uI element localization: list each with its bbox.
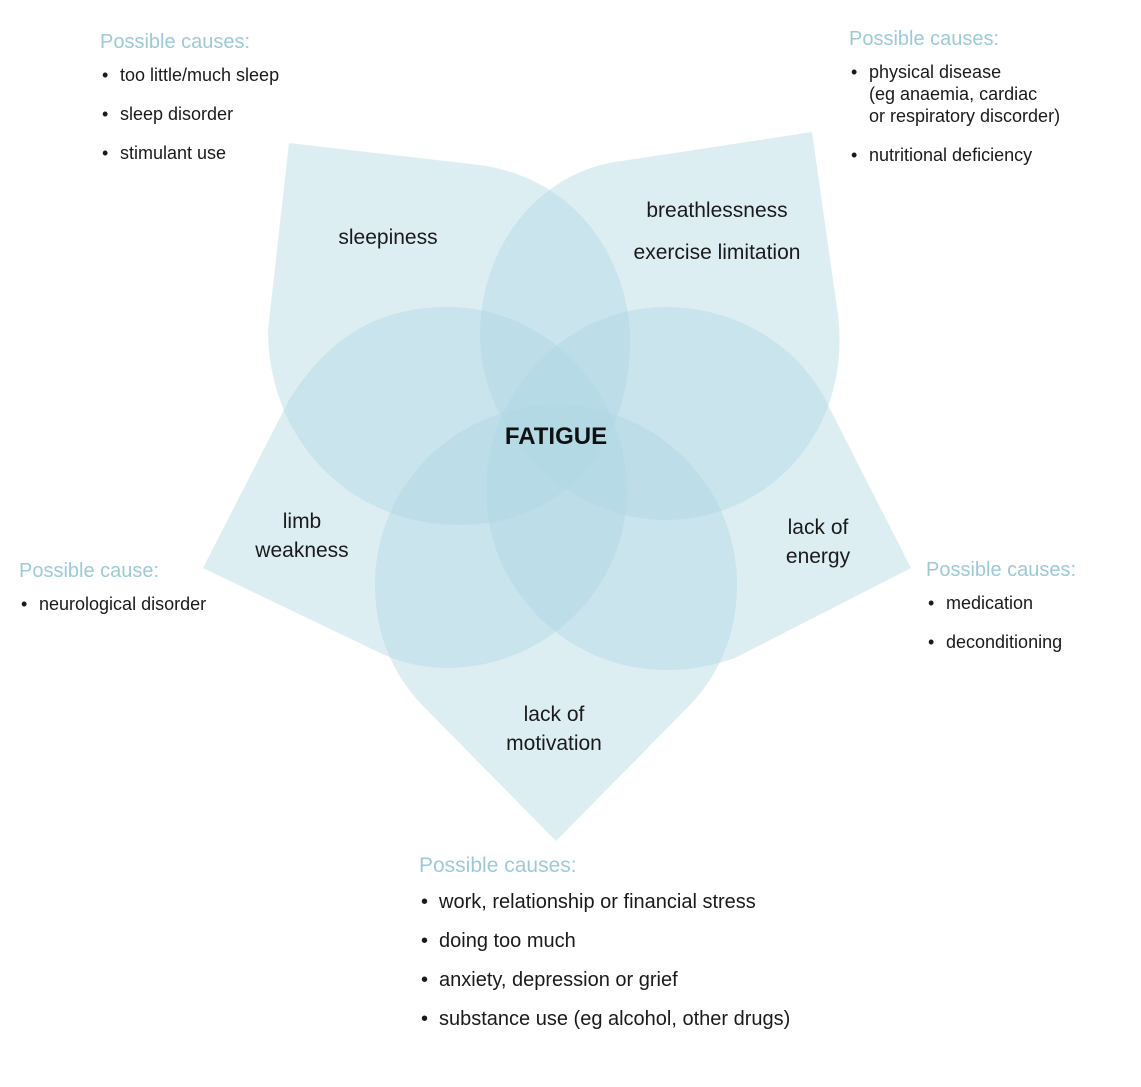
- cause-item-line: work, relationship or financial stress: [439, 891, 756, 913]
- cause-item: too little/much sleep: [100, 64, 279, 86]
- cause-item-line: anxiety, depression or grief: [439, 969, 678, 991]
- cause-item: anxiety, depression or grief: [419, 968, 790, 992]
- cause-item: nutritional deficiency: [849, 144, 1060, 166]
- causes-heading: Possible cause:: [19, 560, 160, 582]
- petal-label-top-left: sleepiness: [338, 226, 437, 249]
- causes-right: Possible causes: medication deconditionin…: [926, 558, 1076, 670]
- petal-label-bottom: lack of: [524, 703, 585, 726]
- petal-sleepiness: [268, 143, 630, 525]
- petal-label-right: energy: [786, 545, 851, 568]
- causes-heading: Possible causes:: [849, 28, 1000, 50]
- cause-item: substance use (eg alcohol, other drugs): [419, 1007, 790, 1031]
- cause-item-line: deconditioning: [946, 632, 1063, 652]
- cause-item: work, relationship or financial stress: [419, 890, 790, 914]
- cause-item-line: neurological disorder: [39, 594, 207, 614]
- causes-list: work, relationship or financial stress do…: [419, 890, 790, 1031]
- causes-top-left: Possible causes: too little/much sleep sl…: [100, 30, 279, 181]
- cause-item-line: nutritional deficiency: [869, 145, 1033, 165]
- causes-list: too little/much sleep sleep disorder stimu…: [100, 64, 279, 164]
- cause-item: neurological disorder: [19, 593, 206, 615]
- cause-item: sleep disorder: [100, 103, 279, 125]
- cause-item-line: substance use (eg alcohol, other drugs): [439, 1008, 791, 1030]
- cause-item-line: too little/much sleep: [120, 65, 280, 85]
- center-label: FATIGUE: [505, 423, 607, 450]
- causes-left: Possible cause: neurological disorder: [19, 559, 206, 632]
- petal-label-left: weakness: [254, 539, 348, 562]
- cause-item-line: medication: [946, 593, 1034, 613]
- cause-item: stimulant use: [100, 142, 279, 164]
- petal-label-left: limb: [283, 510, 322, 533]
- petal-label-right: lack of: [788, 516, 849, 539]
- petal-label-top-right: exercise limitation: [634, 241, 801, 264]
- cause-item-line: or respiratory discorder): [869, 106, 1061, 126]
- cause-item: doing too much: [419, 929, 790, 953]
- cause-item: medication: [926, 592, 1076, 614]
- cause-item: deconditioning: [926, 631, 1076, 653]
- cause-item-line: stimulant use: [120, 143, 227, 163]
- causes-list: neurological disorder: [19, 593, 206, 615]
- cause-item-line: (eg anaemia, cardiac: [869, 84, 1038, 104]
- causes-heading: Possible causes:: [100, 31, 251, 53]
- petal-lack-of-motivation: [375, 405, 737, 841]
- causes-heading: Possible causes:: [926, 559, 1077, 581]
- causes-heading: Possible causes:: [419, 854, 577, 877]
- petal-limb-weakness: [203, 307, 627, 668]
- petal-lack-of-energy: [486, 307, 911, 670]
- petal-breathlessness: [480, 132, 840, 520]
- cause-item-line: physical disease: [869, 62, 1002, 82]
- cause-item-line: sleep disorder: [120, 104, 234, 124]
- petal-label-bottom: motivation: [506, 732, 602, 755]
- causes-top-right: Possible causes: physical disease(eg ana…: [849, 27, 1060, 183]
- cause-item-line: doing too much: [439, 930, 576, 952]
- causes-bottom: Possible causes: work, relationship or f…: [419, 854, 790, 1046]
- petal-label-top-right: breathlessness: [646, 199, 787, 222]
- causes-list: medication deconditioning: [926, 592, 1076, 653]
